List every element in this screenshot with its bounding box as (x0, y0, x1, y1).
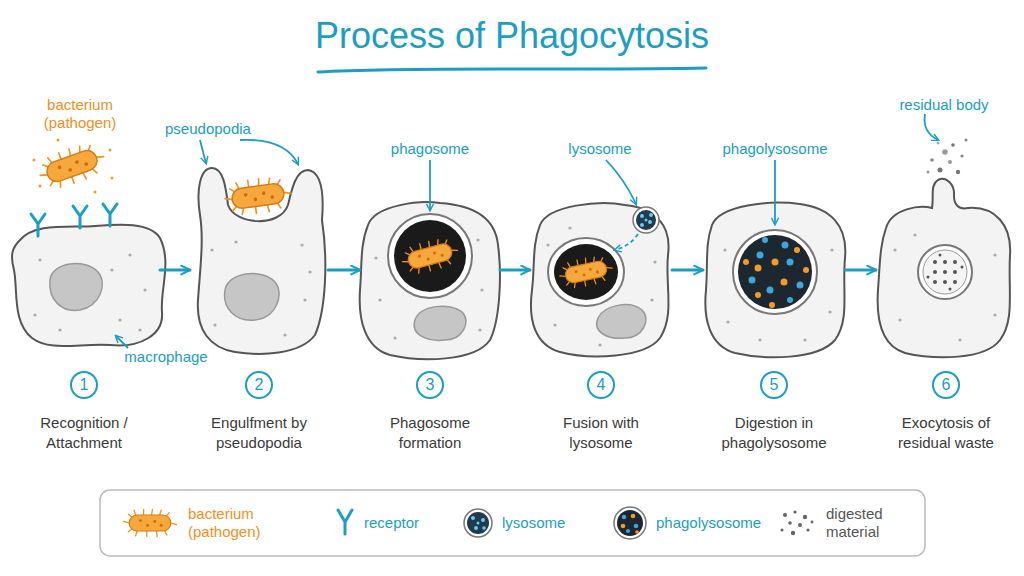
legend-text: digested material (826, 505, 911, 541)
callout-label: pseudopodia (148, 120, 268, 138)
callout-label: phagosome (370, 140, 490, 158)
step-panel: 2Engulfment by pseudopodia (190, 95, 328, 470)
step-number-circle: 6 (931, 370, 961, 400)
macrophage-cell (198, 168, 326, 354)
step-arrow (845, 269, 876, 272)
bacterium-icon (124, 509, 177, 536)
legend-text: phagolysosome (656, 514, 786, 532)
macrophage-cell (360, 202, 500, 359)
leader-arrow (774, 160, 776, 224)
diagram-title: Process of Phagocytosis (0, 14, 1024, 58)
title-underline (318, 68, 706, 72)
step-number-circle: 4 (586, 370, 616, 400)
step-number-circle: 1 (69, 370, 99, 400)
residual-body-dots (927, 139, 968, 175)
step-number: 3 (415, 370, 445, 400)
legend-text: bacterium (pathogen) (188, 505, 283, 541)
macrophage-cell (531, 203, 669, 356)
macrophage-cell (705, 203, 845, 358)
callout-label: bacterium (pathogen) (25, 96, 135, 132)
step-number: 6 (931, 370, 961, 400)
bacterium-icon (223, 175, 293, 218)
step-caption: Recognition / Attachment (17, 413, 151, 453)
lysosome-icon (464, 509, 492, 537)
legend-frame (100, 490, 925, 556)
leader-arrow (429, 160, 431, 210)
legend-text: receptor (364, 514, 464, 532)
callout-label: macrophage (111, 348, 221, 366)
legend-text: lysosome (502, 514, 602, 532)
macrophage-cell (878, 179, 1011, 357)
step-panel: 1Recognition / Attachment (8, 95, 160, 470)
step-arrow (672, 269, 703, 272)
fusion-arrow (615, 234, 638, 250)
step-panel: 6Exocytosis of residual waste (876, 95, 1016, 470)
step-number: 1 (69, 370, 99, 400)
step-number-circle: 5 (759, 370, 789, 400)
leader-arrow (200, 140, 298, 164)
phagolysosome-vesicle (733, 230, 817, 314)
step-arrow (160, 269, 190, 272)
callout-label: residual body (884, 96, 1004, 114)
phagosome-vesicle (548, 238, 624, 306)
step-caption: Engulfment by pseudopodia (192, 413, 326, 453)
leader-arrow (925, 114, 938, 140)
step-caption: Fusion with lysosome (534, 413, 668, 453)
leader-arrow (116, 336, 128, 348)
phagosome-vesicle (388, 214, 472, 298)
step-arrow (328, 269, 360, 272)
step-arrow (500, 269, 530, 272)
step-caption: Exocytosis of residual waste (879, 413, 1013, 453)
step-number: 2 (244, 370, 274, 400)
digested-material-icon (781, 510, 814, 535)
receptor-symbol (338, 510, 352, 534)
callout-label: lysosome (545, 140, 655, 158)
lysosome-vesicle (633, 207, 659, 233)
phagolysosome-icon (614, 507, 646, 539)
receptor-symbol (31, 204, 117, 236)
step-number-circle: 3 (415, 370, 445, 400)
callout-label: phagolysosome (710, 140, 840, 158)
step-caption: Phagosome formation (363, 413, 497, 453)
step-caption: Digestion in phagolysosome (707, 413, 841, 453)
leader-arrow (606, 160, 636, 204)
digested-vesicle (918, 245, 972, 299)
bacterium-icon (33, 139, 114, 194)
step-number: 5 (759, 370, 789, 400)
macrophage-cell (12, 225, 165, 346)
step-number: 4 (586, 370, 616, 400)
step-number-circle: 2 (244, 370, 274, 400)
